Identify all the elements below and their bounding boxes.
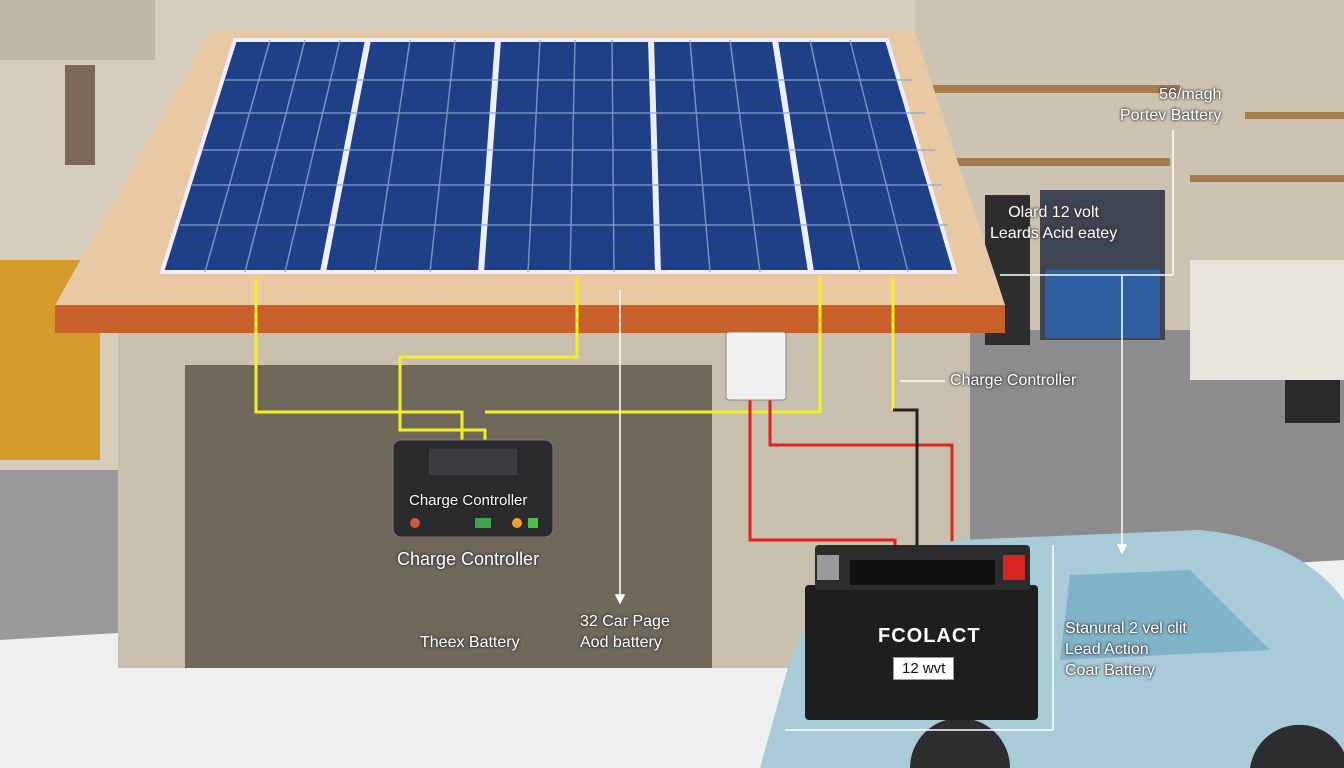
label-pointers bbox=[614, 130, 1174, 731]
battery-voltage-tag: 12 wvt bbox=[893, 657, 955, 680]
battery-brand: FCOLACT bbox=[878, 625, 981, 647]
wall-frame bbox=[65, 65, 95, 165]
roof-fascia bbox=[55, 305, 1005, 333]
label-line: Lead Action bbox=[1065, 641, 1149, 658]
label-line: 32 Car Page bbox=[580, 613, 670, 630]
yellow-wires bbox=[254, 278, 895, 440]
charge-controller-caption: Charge Controller bbox=[397, 549, 540, 569]
controller-led bbox=[410, 518, 420, 528]
charge-controller-right-label: Charge Controller bbox=[950, 372, 1077, 389]
theex-battery-label: Theex Battery bbox=[420, 634, 520, 651]
junction-box bbox=[725, 331, 787, 401]
lead-acid-label: Olard 12 volt Leards Acid eatey bbox=[990, 202, 1117, 244]
controller-led bbox=[475, 518, 491, 528]
shelf bbox=[1245, 112, 1344, 119]
tool-chest-drawer bbox=[1045, 270, 1160, 338]
car-page-label: 32 Car Page Aod battery bbox=[580, 611, 670, 653]
controller-screen-label: Charge Controller bbox=[409, 492, 528, 509]
skylight bbox=[0, 0, 155, 60]
car-wheel bbox=[1250, 724, 1344, 768]
label-line: Leards Acid eatey bbox=[990, 225, 1118, 242]
portable-battery-label: 56/magh Portev Battery bbox=[1120, 84, 1221, 126]
negative-terminal bbox=[817, 555, 839, 580]
car-window bbox=[1060, 570, 1270, 660]
car-battery bbox=[805, 585, 1038, 720]
controller-display bbox=[427, 447, 519, 477]
shelf bbox=[945, 158, 1170, 166]
shelf bbox=[1190, 175, 1344, 182]
controller-led bbox=[512, 518, 522, 528]
battery-handle bbox=[850, 560, 995, 585]
solar-panels bbox=[159, 38, 958, 274]
label-line: Coar Battery bbox=[1065, 662, 1155, 679]
label-line: Olard 12 volt bbox=[1008, 204, 1099, 221]
label-line: Stanural 2 vel clit bbox=[1065, 620, 1187, 637]
label-line: Aod battery bbox=[580, 634, 662, 651]
positive-terminal bbox=[1003, 555, 1025, 580]
panel-grid bbox=[180, 39, 948, 273]
workbench bbox=[1190, 260, 1344, 380]
controller-led bbox=[528, 518, 538, 528]
solar-panel bbox=[479, 38, 660, 274]
shelf bbox=[920, 85, 1180, 93]
label-line: Portev Battery bbox=[1120, 107, 1222, 124]
label-line: 56/magh bbox=[1159, 86, 1222, 103]
standard-car-battery-label: Stanural 2 vel clit Lead Action Coar Bat… bbox=[1065, 618, 1187, 681]
